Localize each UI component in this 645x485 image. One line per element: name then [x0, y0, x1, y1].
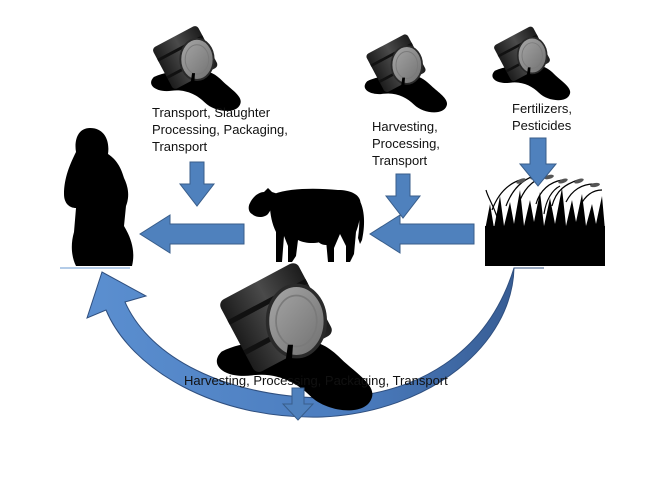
feed-process-line-1: Harvesting, — [372, 119, 438, 134]
feed-energy-down-arrow — [384, 173, 422, 219]
meat-process-line-2: Processing, Packaging, — [152, 122, 288, 137]
cow-silhouette-icon — [248, 188, 365, 262]
oil-barrel-icon — [363, 32, 448, 114]
plant-food-process-label: Harvesting, Processing, Packaging, Trans… — [184, 373, 448, 388]
cow-to-person-arrow — [139, 214, 245, 254]
feed-process-line-2: Processing, — [372, 136, 440, 151]
meat-process-label: Transport, Slaughter Processing, Packagi… — [152, 104, 288, 155]
farm-inputs-line-2: Pesticides — [512, 118, 572, 133]
oil-barrel-icon — [150, 23, 242, 112]
meat-process-line-1: Transport, Slaughter — [152, 105, 271, 120]
meat-process-line-3: Transport — [152, 139, 208, 154]
feed-process-label: Harvesting, Processing, Transport — [372, 118, 440, 169]
crop-to-cow-arrow — [369, 214, 475, 254]
farm-input-down-arrow — [518, 137, 558, 187]
direct-food-curved-arrow — [86, 267, 544, 418]
oil-barrel-icon — [491, 24, 572, 102]
farm-inputs-label: Fertilizers, Pesticides — [512, 100, 572, 134]
person-silhouette-icon — [64, 128, 134, 266]
plant-food-energy-down-arrow — [281, 387, 315, 421]
feed-process-line-3: Transport — [372, 153, 428, 168]
farm-inputs-line-1: Fertilizers, — [512, 101, 572, 116]
crop-field-icon — [485, 174, 605, 266]
meat-energy-down-arrow — [178, 161, 216, 207]
